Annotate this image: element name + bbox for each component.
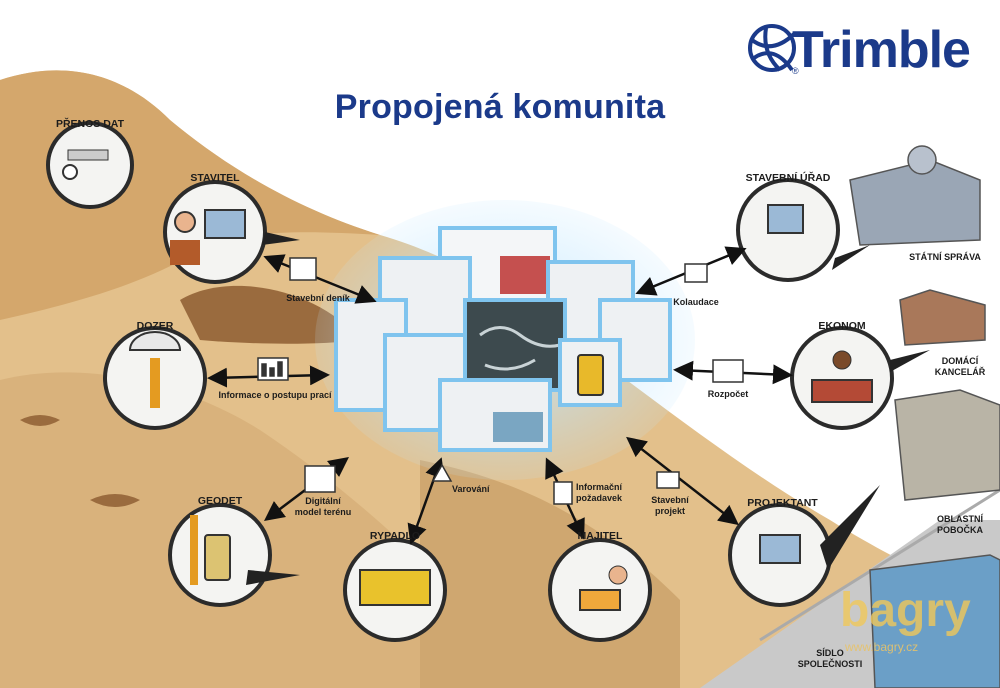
place-label-oblastni-1: OBLASTNÍ [937, 514, 983, 524]
flow-label-digitalni-1: Digitální [305, 496, 341, 506]
node-label-geodet: GEODET [197, 495, 243, 507]
place-label-statni-sprava: STÁTNÍ SPRÁVA [909, 252, 981, 262]
place-label-sidlo-2: SPOLEČNOSTI [797, 659, 863, 669]
buildings [849, 145, 1000, 688]
flow-label-informace-o-postupu: Informace o postupu prací [218, 390, 332, 400]
central-software-screens [315, 200, 695, 480]
node-label-majitel: MAJITEL [577, 530, 623, 542]
watermark-logo: bagry [840, 584, 971, 637]
trimble-logo-text: Trimble [792, 21, 971, 79]
watermark-url: www.bagry.cz [845, 640, 919, 654]
node-label-stavitel: STAVITEL [190, 172, 240, 184]
node-label-projektant: PROJEKTANT [747, 497, 818, 509]
flow-label-varovani: Varování [452, 484, 490, 494]
flow-label-informacni-1: Informační [576, 482, 623, 492]
place-label-domaci-1: DOMÁCÍ [941, 356, 979, 366]
node-label-prenos-dat: PŘENOS DAT [55, 118, 125, 130]
flow-label-kolaudace: Kolaudace [673, 297, 719, 307]
place-label-oblastni-2: POBOČKA [936, 525, 983, 535]
flow-icons [257, 257, 744, 505]
callout-pointers [246, 232, 930, 585]
flow-label-rozpocet: Rozpočet [707, 389, 749, 399]
flow-label-stavebni-denik: Stavební deník [286, 293, 350, 303]
node-icons [62, 149, 873, 611]
page-title: Propojená komunita [334, 88, 666, 126]
place-label-sidlo-1: SÍDLO [816, 648, 844, 658]
node-label-stavebni-urad: STAVEBNÍ ÚŘAD [745, 172, 831, 184]
trimble-registered-mark: ® [792, 66, 799, 76]
node-label-ekonom: EKONOM [818, 320, 866, 332]
flow-label-stavebni-projekt-1: Stavební [651, 495, 689, 505]
place-label-domaci-2: KANCELÁŘ [934, 367, 986, 377]
flow-label-digitalni-2: model terénu [294, 507, 352, 517]
node-label-dozer: DOZER [136, 320, 174, 332]
node-label-rypadlo: RYPADLO [369, 530, 421, 542]
flow-label-informacni-2: požadavek [576, 493, 623, 503]
flow-label-stavebni-projekt-2: projekt [654, 506, 685, 516]
trimble-globe-icon [748, 24, 796, 72]
